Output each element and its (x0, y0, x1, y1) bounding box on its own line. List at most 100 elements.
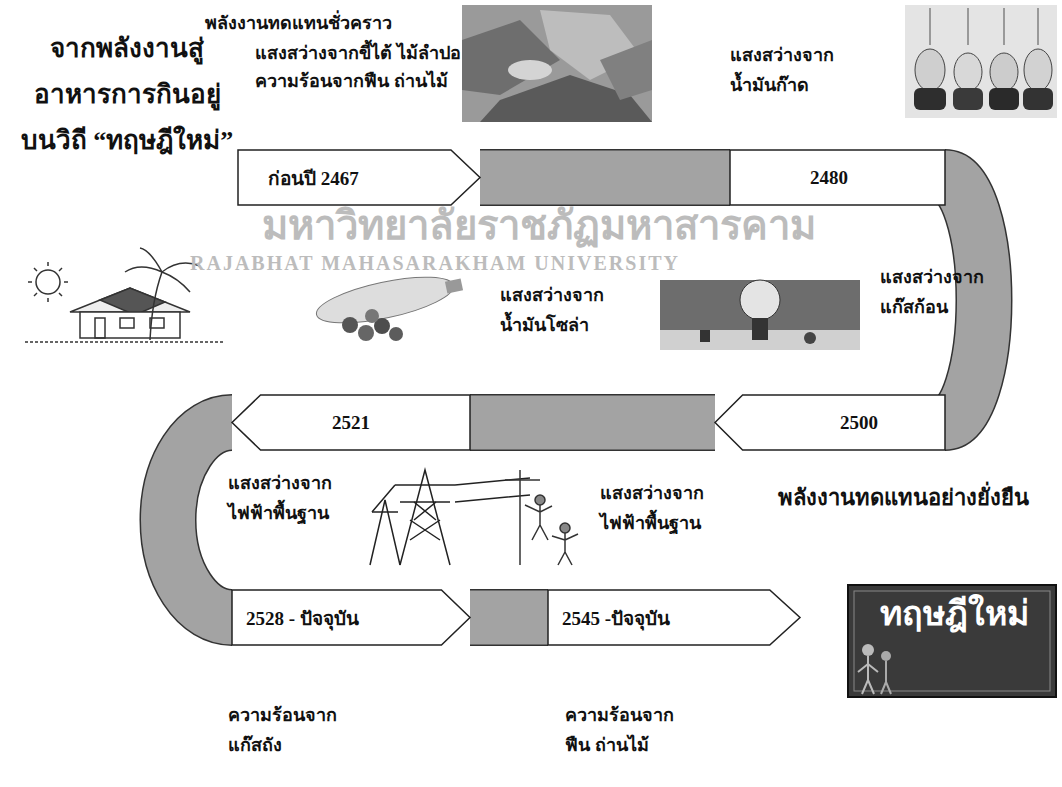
power-pylon-illustration (400, 501, 450, 503)
oil-bottle-and-seeds (389, 327, 403, 341)
year-label: 2500 (840, 412, 878, 434)
text-line: จากพลังงานสู่ (16, 26, 238, 72)
kerosene-lamp-photo (954, 53, 982, 91)
note-text: แสงสว่างจาก น้ำมันก๊าด (730, 40, 834, 100)
arrow-box-shape (238, 150, 480, 205)
timeline-band-fill (470, 396, 715, 450)
kerosene-lamp-photo (953, 88, 983, 110)
timeline-band-outline (480, 149, 730, 206)
text-line: แก๊สถัง (228, 730, 337, 760)
timeline-year-arrow: 2480 (730, 150, 945, 205)
torch-and-wood-photo (462, 5, 652, 122)
timeline-band-outline (470, 394, 715, 451)
text-holder: 2500 (840, 412, 878, 434)
power-pylon-illustration (370, 470, 530, 565)
oil-bottle-and-seeds (358, 325, 374, 341)
new-theory-sign-picture (848, 585, 1056, 697)
arrow-box-shape (232, 590, 470, 645)
arrow-box-shape (715, 395, 945, 450)
year-label: 2545 -ปัจจุบัน (562, 603, 670, 633)
solar-house-illustration (64, 281, 68, 283)
new-theory-sign-picture (854, 591, 1050, 691)
note-text: พลังงานทดแทนชั่วคราว (205, 8, 392, 38)
kerosene-lamp-photo (929, 8, 931, 45)
gas-lamp-photo (700, 330, 710, 342)
gas-lamp-photo (740, 280, 780, 320)
note-text: แสงสว่างจาก แก๊สก้อน (880, 262, 984, 322)
text-line: ไฟฟ้าพื้นฐาน (600, 508, 704, 538)
solar-house-illustration (150, 272, 162, 340)
new-theory-sign-picture (862, 644, 874, 656)
text-line: น้ำมันโซล่า (500, 310, 604, 340)
text-holder: 2480 (810, 167, 848, 189)
electric-workers-illustration (505, 470, 578, 565)
text-holder: ก่อนปี 2467 (268, 163, 359, 193)
year-label: ก่อนปี 2467 (268, 163, 359, 193)
note-text: แสงสว่างจาก ไฟฟ้าพื้นฐาน (600, 478, 704, 538)
kerosene-lamp-photo (990, 53, 1018, 91)
year-label: 2521 (332, 412, 370, 434)
text-line: ไฟฟ้าพื้นฐาน (228, 498, 332, 528)
electric-workers-illustration (535, 495, 545, 505)
kerosene-lamp-photo (1037, 8, 1039, 45)
timeline-band-fill (470, 591, 548, 645)
timeline-band-outline (470, 589, 548, 646)
note-text: ความร้อนจาก ฟืน ถ่านไม้ (565, 700, 674, 760)
solar-house-illustration (80, 312, 180, 338)
solar-house-illustration (47, 298, 49, 302)
solar-house-illustration (95, 318, 105, 338)
timeline-band-outline (945, 178, 984, 423)
watermark-text: มหาวิทยาลัยราชภัฏมหาสารคาม (262, 202, 816, 250)
solar-house-illustration (47, 262, 49, 266)
text-line: ความร้อนจาก (228, 700, 337, 730)
kerosene-lamp-photo (1003, 8, 1005, 45)
year-label: 2480 (810, 167, 848, 189)
note-text: ความร้อนจาก แก๊สถัง (228, 700, 337, 760)
solar-house-illustration (125, 248, 200, 292)
kerosene-lamp-photo (967, 8, 969, 45)
power-pylon-illustration (372, 511, 398, 513)
power-pylon-illustration (372, 478, 530, 512)
timeline-year-arrow: 2500 (715, 395, 945, 450)
timeline-band-fill (168, 423, 232, 618)
kerosene-lamp-photo (915, 49, 945, 91)
electric-workers-illustration (505, 479, 540, 481)
text-holder: 2521 (332, 412, 370, 434)
torch-and-wood-photo (600, 40, 652, 100)
timeline-band-fill (480, 151, 730, 205)
oil-bottle-and-seeds (342, 317, 358, 333)
timeline-band (470, 422, 715, 423)
text-line: แก๊สก้อน (880, 292, 984, 322)
solar-house-illustration (25, 341, 225, 343)
gas-lamp-photo (804, 332, 816, 344)
solar-house-illustration (120, 318, 134, 328)
new-theory-sign-picture (881, 651, 891, 661)
solar-house-illustration (59, 293, 62, 296)
gas-lamp-photo (660, 280, 860, 350)
new-theory-sign-picture (848, 585, 1056, 697)
note-text: แสงสว่างจาก น้ำมันโซล่า (500, 280, 604, 340)
timeline-band-outline (168, 423, 232, 618)
timeline-band (470, 617, 548, 618)
arrow-box-outline (715, 395, 945, 450)
text-line: น้ำมันก๊าด (730, 70, 834, 100)
solar-house-illustration (36, 270, 60, 294)
electric-workers-illustration (560, 523, 570, 533)
text-line: แสงสว่างจาก (500, 280, 604, 310)
new-theory-sign-picture (858, 656, 878, 694)
arrow-box-shape (232, 395, 470, 450)
text-line: อาหารการกินอยู่ (16, 72, 238, 118)
electric-workers-illustration (552, 533, 578, 565)
timeline-year-arrow: 2528 - ปัจจุบัน (232, 590, 470, 645)
solar-house-illustration (34, 293, 37, 296)
solar-house-illustration (28, 281, 32, 283)
timeline-year-arrow: 2545 -ปัจจุบัน (548, 590, 800, 645)
year-label: 2528 - ปัจจุบัน (246, 603, 359, 633)
electric-workers-illustration (525, 505, 552, 540)
sign-title: ทฤษฎีใหม่ (880, 594, 1029, 634)
gas-lamp-photo (660, 280, 860, 350)
torch-and-wood-photo (508, 60, 552, 80)
power-pylon-illustration (410, 502, 440, 540)
power-pylon-illustration (395, 484, 455, 486)
